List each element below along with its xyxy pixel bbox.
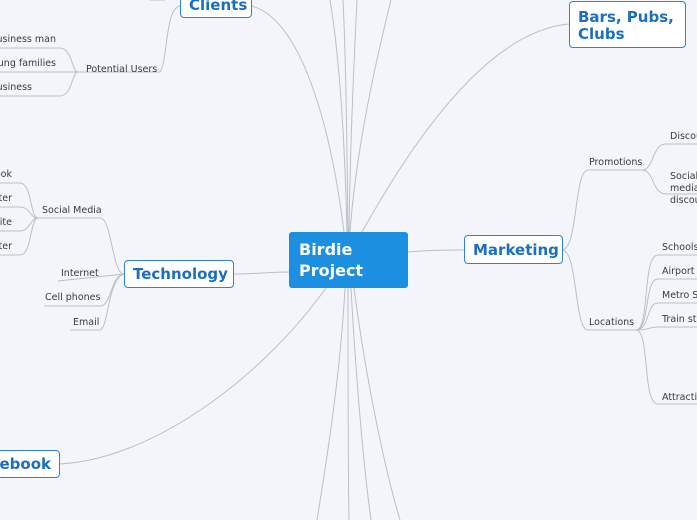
leaf-social-twitter[interactable]: Twitter: [0, 193, 12, 204]
subtopic-internet[interactable]: Internet: [61, 268, 99, 279]
leaf-social-website[interactable]: Website: [0, 217, 12, 228]
topic-technology[interactable]: Technology: [124, 260, 234, 288]
leaf-train-stations[interactable]: Train stations: [662, 314, 697, 325]
subtopic-email[interactable]: Email: [73, 317, 100, 328]
subtopic-locations[interactable]: Locations: [589, 317, 635, 328]
leaf-social-facebook[interactable]: Facebook: [0, 169, 12, 180]
topic-clients[interactable]: Clients: [180, 0, 252, 18]
leaf-business-man[interactable]: Business man: [0, 34, 56, 45]
leaf-airport[interactable]: Airport: [662, 266, 695, 277]
leaf-discounts[interactable]: Discounts: [670, 131, 697, 142]
central-topic[interactable]: Birdie Project: [289, 232, 408, 288]
topic-facebook[interactable]: Facebook: [0, 450, 60, 478]
leaf-metro-stations[interactable]: Metro Stations: [662, 290, 697, 301]
leaf-business[interactable]: Business: [0, 82, 32, 93]
leaf-social-twitter-2[interactable]: Twitter: [0, 241, 12, 252]
subtopic-potential-users[interactable]: Potential Users: [86, 64, 158, 75]
subtopic-cell-phones[interactable]: Cell phones: [45, 292, 101, 303]
leaf-schools[interactable]: Schools: [662, 242, 697, 253]
leaf-young-families[interactable]: Young families: [0, 58, 56, 69]
leaf-social-media-discounts[interactable]: Social media discounts: [670, 171, 697, 206]
topic-bars-pubs-clubs[interactable]: Bars, Pubs, Clubs: [569, 1, 686, 48]
topic-marketing[interactable]: Marketing: [464, 235, 563, 264]
topic-facebook-label: Facebook: [0, 455, 51, 473]
leaf-attractions[interactable]: Attractions: [662, 392, 697, 403]
subtopic-social-media[interactable]: Social Media: [42, 205, 102, 216]
subtopic-promotions[interactable]: Promotions: [589, 157, 643, 168]
